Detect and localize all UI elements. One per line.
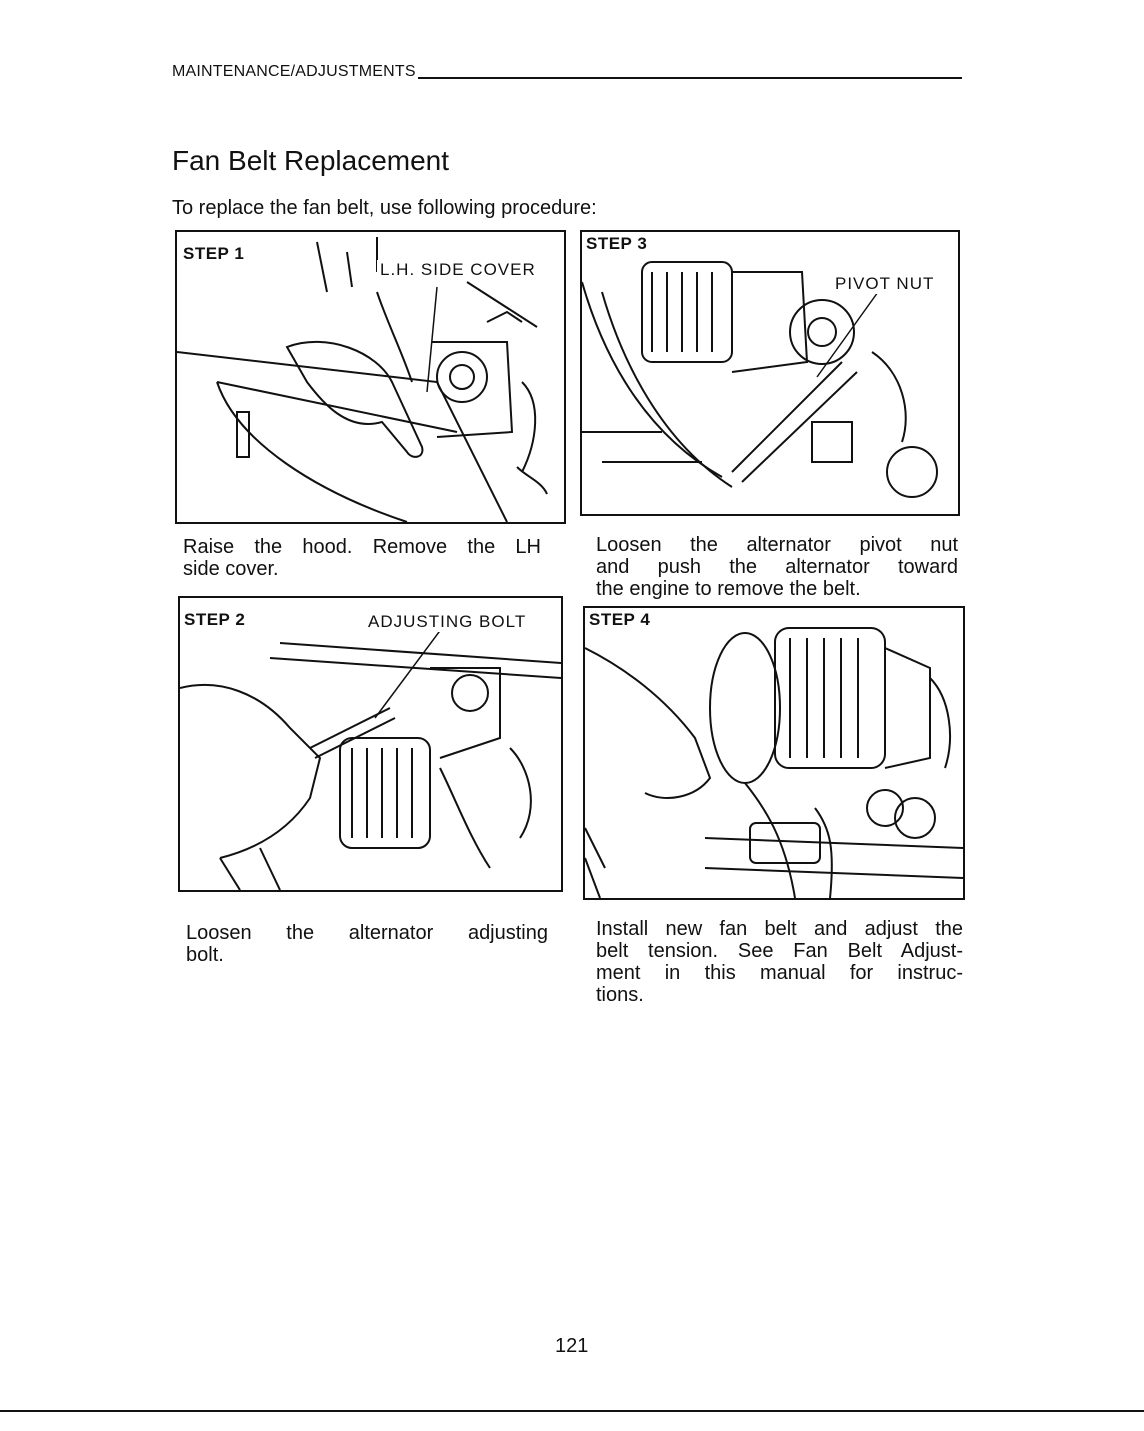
caption-line: and push the alternator toward [596,556,958,578]
caption-line: belt tension. See Fan Belt Adjust- [596,940,963,962]
running-header: MAINTENANCE/ADJUSTMENTS [172,63,962,85]
page-number: 121 [555,1335,589,1357]
step-1-label: STEP 1 [181,244,247,264]
step-2-callout: ADJUSTING BOLT [365,612,530,632]
step-4-illustration: STEP 4 [583,606,965,900]
step-3-illustration: STEP 3 PIVOT NUT [580,230,960,516]
header-rule [172,77,962,79]
step-2-caption: Loosen the alternator adjusting bolt. [186,922,548,966]
caption-line: Loosen the alternator pivot nut [596,534,958,556]
section-header: MAINTENANCE/ADJUSTMENTS [172,63,418,81]
alternator-illustration-icon [582,261,938,498]
step-4-caption: Install new fan belt and adjust the belt… [596,918,963,1006]
hood-illustration-icon [177,237,548,522]
step-2-illustration: STEP 2 ADJUSTING BOLT [178,596,563,892]
caption-line: Raise the hood. Remove the LH [183,536,541,558]
alternator-illustration-icon [180,627,561,890]
caption-line: tions. [596,984,644,1006]
caption-line: Install new fan belt and adjust the [596,918,963,940]
step-3-caption: Loosen the alternator pivot nut and push… [596,534,958,600]
step-1-caption: Raise the hood. Remove the LH side cover… [183,536,541,580]
caption-line: ment in this manual for instruc- [596,962,963,984]
caption-line: the engine to remove the belt. [596,578,861,600]
bottom-rule [0,1410,1144,1412]
step-4-label: STEP 4 [587,610,653,630]
step-1-callout: L.H. SIDE COVER [377,260,539,280]
caption-line: Loosen the alternator adjusting [186,922,548,944]
step-3-label: STEP 3 [584,234,650,254]
alternator-illustration-icon [585,627,963,898]
intro-text: To replace the fan belt, use following p… [172,197,597,219]
step-2-label: STEP 2 [182,610,248,630]
step-3-callout: PIVOT NUT [832,274,938,294]
caption-line: bolt. [186,944,224,966]
caption-line: side cover. [183,558,279,580]
step-1-illustration: STEP 1 L.H. SIDE COVER [175,230,566,524]
page-title: Fan Belt Replacement [172,145,450,176]
